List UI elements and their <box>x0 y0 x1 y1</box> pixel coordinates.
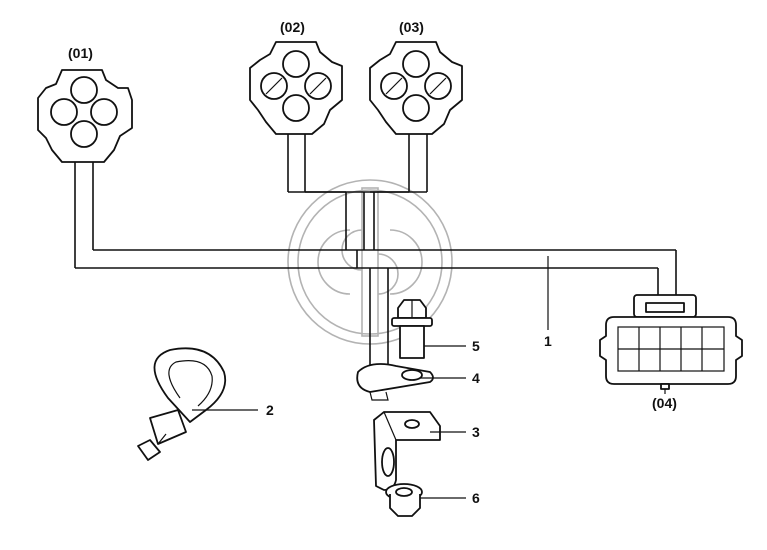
callout-6: 6 <box>472 490 480 506</box>
connector-02 <box>249 41 343 135</box>
callout-1: 1 <box>544 333 552 349</box>
callout-3: 3 <box>472 424 480 440</box>
cable-tie <box>137 347 227 461</box>
leader-lines <box>192 256 666 499</box>
connector-04 <box>599 294 743 390</box>
connector-label-04: (04) <box>652 395 677 411</box>
nut <box>385 483 423 517</box>
callout-4: 4 <box>472 370 480 386</box>
connector-label-03: (03) <box>399 19 424 35</box>
connector-label-02: (02) <box>280 19 305 35</box>
callout-2: 2 <box>266 402 274 418</box>
callout-5: 5 <box>472 338 480 354</box>
bracket <box>373 411 441 491</box>
bolt <box>391 299 433 359</box>
clamp <box>356 363 434 401</box>
wire-harness <box>74 132 677 372</box>
connector-label-01: (01) <box>68 45 93 61</box>
connector-03 <box>369 41 463 135</box>
connector-01 <box>37 69 133 163</box>
